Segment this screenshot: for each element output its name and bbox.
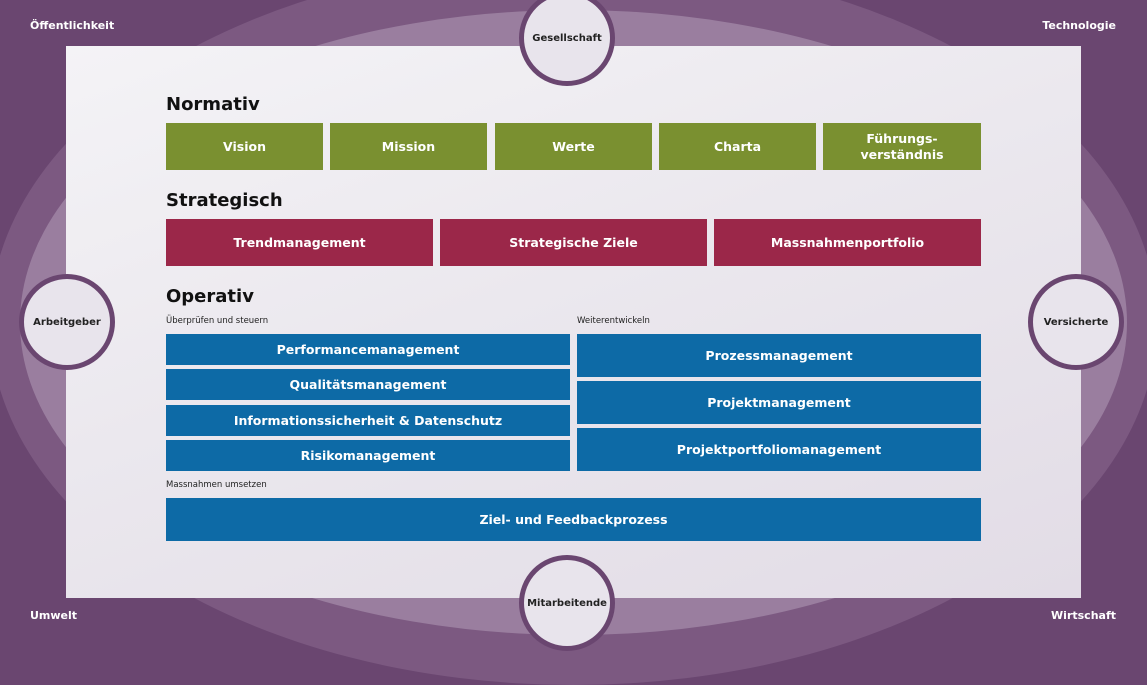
operativ-item-prozessmanagement: Prozessmanagement: [577, 334, 981, 377]
operativ-item-performancemanagement: Performancemanagement: [166, 334, 570, 365]
section-title-operativ: Operativ: [166, 286, 254, 307]
corner-label-top-left: Öffentlichkeit: [30, 19, 115, 32]
normativ-item-fuehrungsverstaendnis: Führungs- verständnis: [823, 123, 981, 170]
operativ-item-qualitaetsmanagement: Qualitätsmanagement: [166, 369, 570, 400]
operativ-item-projektportfoliomanagement: Projektportfoliomanagement: [577, 428, 981, 471]
stakeholder-circle-left: Arbeitgeber: [19, 274, 115, 370]
operativ-item-projektmanagement: Projektmanagement: [577, 381, 981, 424]
section-title-normativ: Normativ: [166, 94, 260, 115]
section-title-strategisch: Strategisch: [166, 190, 283, 211]
operativ-label-ueberpruefen: Überprüfen und steuern: [166, 316, 269, 326]
strategisch-item-trendmanagement: Trendmanagement: [166, 219, 433, 266]
corner-label-bottom-left: Umwelt: [30, 609, 78, 622]
normativ-item-mission: Mission: [330, 123, 487, 170]
stakeholder-circle-bottom: Mitarbeitende: [519, 555, 615, 651]
strategisch-item-massnahmenportfolio: Massnahmenportfolio: [714, 219, 981, 266]
operativ-label-massnahmen-umsetzen: Massnahmen umsetzen: [166, 480, 267, 490]
operativ-label-weiterentwickeln: Weiterentwickeln: [577, 316, 650, 326]
normativ-item-vision: Vision: [166, 123, 323, 170]
stakeholder-circle-top: Gesellschaft: [519, 0, 615, 86]
stakeholder-circle-right: Versicherte: [1028, 274, 1124, 370]
strategisch-item-strategische-ziele: Strategische Ziele: [440, 219, 707, 266]
operativ-item-informationssicherheit: Informationssicherheit & Datenschutz: [166, 405, 570, 436]
corner-label-bottom-right: Wirtschaft: [1051, 609, 1116, 622]
corner-label-top-right: Technologie: [1042, 19, 1116, 32]
normativ-item-charta: Charta: [659, 123, 816, 170]
normativ-item-werte: Werte: [495, 123, 652, 170]
operativ-item-ziel-feedbackprozess: Ziel- und Feedbackprozess: [166, 498, 981, 541]
operativ-item-risikomanagement: Risikomanagement: [166, 440, 570, 471]
